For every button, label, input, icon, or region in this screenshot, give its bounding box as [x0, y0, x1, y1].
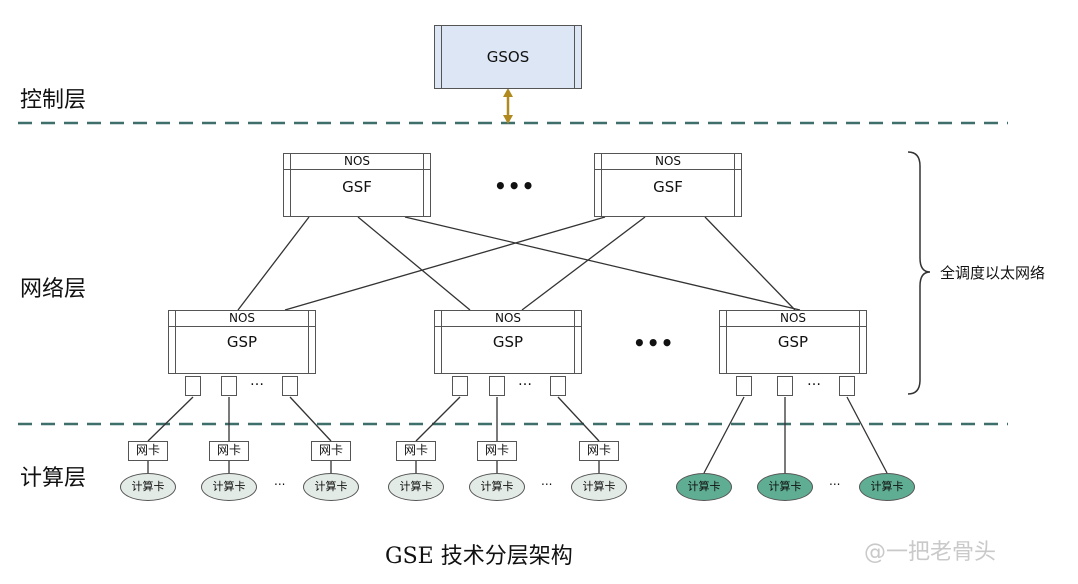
gsp-2-port-1: [452, 376, 468, 396]
nic-3: 网卡: [311, 441, 351, 461]
compute-card-4: 计算卡: [388, 473, 444, 501]
nic-5: 网卡: [477, 441, 517, 461]
gsf-2-nos-label: NOS: [595, 154, 741, 170]
gsp-2-port-3: [550, 376, 566, 396]
gsos-box: GSOS: [434, 25, 582, 89]
gsp-3-nos-label: NOS: [720, 311, 866, 327]
compute-card-3: 计算卡: [303, 473, 359, 501]
gsp-1-port-ellipsis: …: [250, 373, 264, 389]
card-group-3-ellipsis: ...: [829, 474, 841, 488]
card-group-2-ellipsis: ...: [541, 474, 553, 488]
gsp-1-label: GSP: [226, 333, 258, 351]
gsp-3-port-3: [839, 376, 855, 396]
gsf-1-nos-label: NOS: [284, 154, 430, 170]
gsp-2-nos-label: NOS: [435, 311, 581, 327]
watermark-text: @一把老骨头: [864, 540, 997, 565]
compute-card-8: 计算卡: [757, 473, 813, 501]
gsp-box-2: NOS GSP: [434, 310, 582, 374]
gsf-2-label: GSF: [653, 178, 683, 196]
gsp-1-port-2: [221, 376, 237, 396]
card-group-1-ellipsis: ...: [274, 474, 286, 488]
gsp-1-nos-label: NOS: [169, 311, 315, 327]
gsp-box-1: NOS GSP: [168, 310, 316, 374]
compute-card-7: 计算卡: [676, 473, 732, 501]
control-arrow-head-up: [503, 88, 513, 97]
nic-card-links: [147, 461, 600, 473]
control-arrow-head-down: [503, 115, 513, 124]
compute-layer-label: 计算层: [20, 466, 87, 491]
network-brace: [907, 151, 931, 395]
diagram-caption: GSE 技术分层架构: [385, 544, 573, 569]
nic-6: 网卡: [579, 441, 619, 461]
gsp-1-port-3: [282, 376, 298, 396]
network-layer-label: 网络层: [20, 277, 87, 302]
gsp-3-port-1: [736, 376, 752, 396]
fabric-links: [237, 216, 801, 311]
port-links: [147, 396, 888, 474]
gsf-1-label: GSF: [342, 178, 372, 196]
gsp-ellipsis: •••: [633, 331, 675, 355]
gsp-1-port-1: [185, 376, 201, 396]
compute-card-1: 计算卡: [120, 473, 176, 501]
gsp-3-port-ellipsis: …: [807, 373, 821, 389]
control-layer-label: 控制层: [20, 88, 87, 113]
gsos-label: GSOS: [486, 48, 530, 66]
compute-card-6: 计算卡: [571, 473, 627, 501]
gsp-3-port-2: [777, 376, 793, 396]
gsf-ellipsis: •••: [494, 174, 536, 198]
gsp-2-port-ellipsis: …: [518, 373, 532, 389]
gsp-2-port-2: [489, 376, 505, 396]
compute-card-5: 计算卡: [469, 473, 525, 501]
nic-4: 网卡: [396, 441, 436, 461]
nic-1: 网卡: [128, 441, 168, 461]
gsp-2-label: GSP: [492, 333, 524, 351]
gsf-box-1: NOS GSF: [283, 153, 431, 217]
gsp-3-label: GSP: [777, 333, 809, 351]
gsf-box-2: NOS GSF: [594, 153, 742, 217]
compute-card-2: 计算卡: [201, 473, 257, 501]
ethernet-brace-label: 全调度以太网络: [940, 264, 1046, 282]
gsp-box-3: NOS GSP: [719, 310, 867, 374]
nic-2: 网卡: [209, 441, 249, 461]
compute-card-9: 计算卡: [859, 473, 915, 501]
